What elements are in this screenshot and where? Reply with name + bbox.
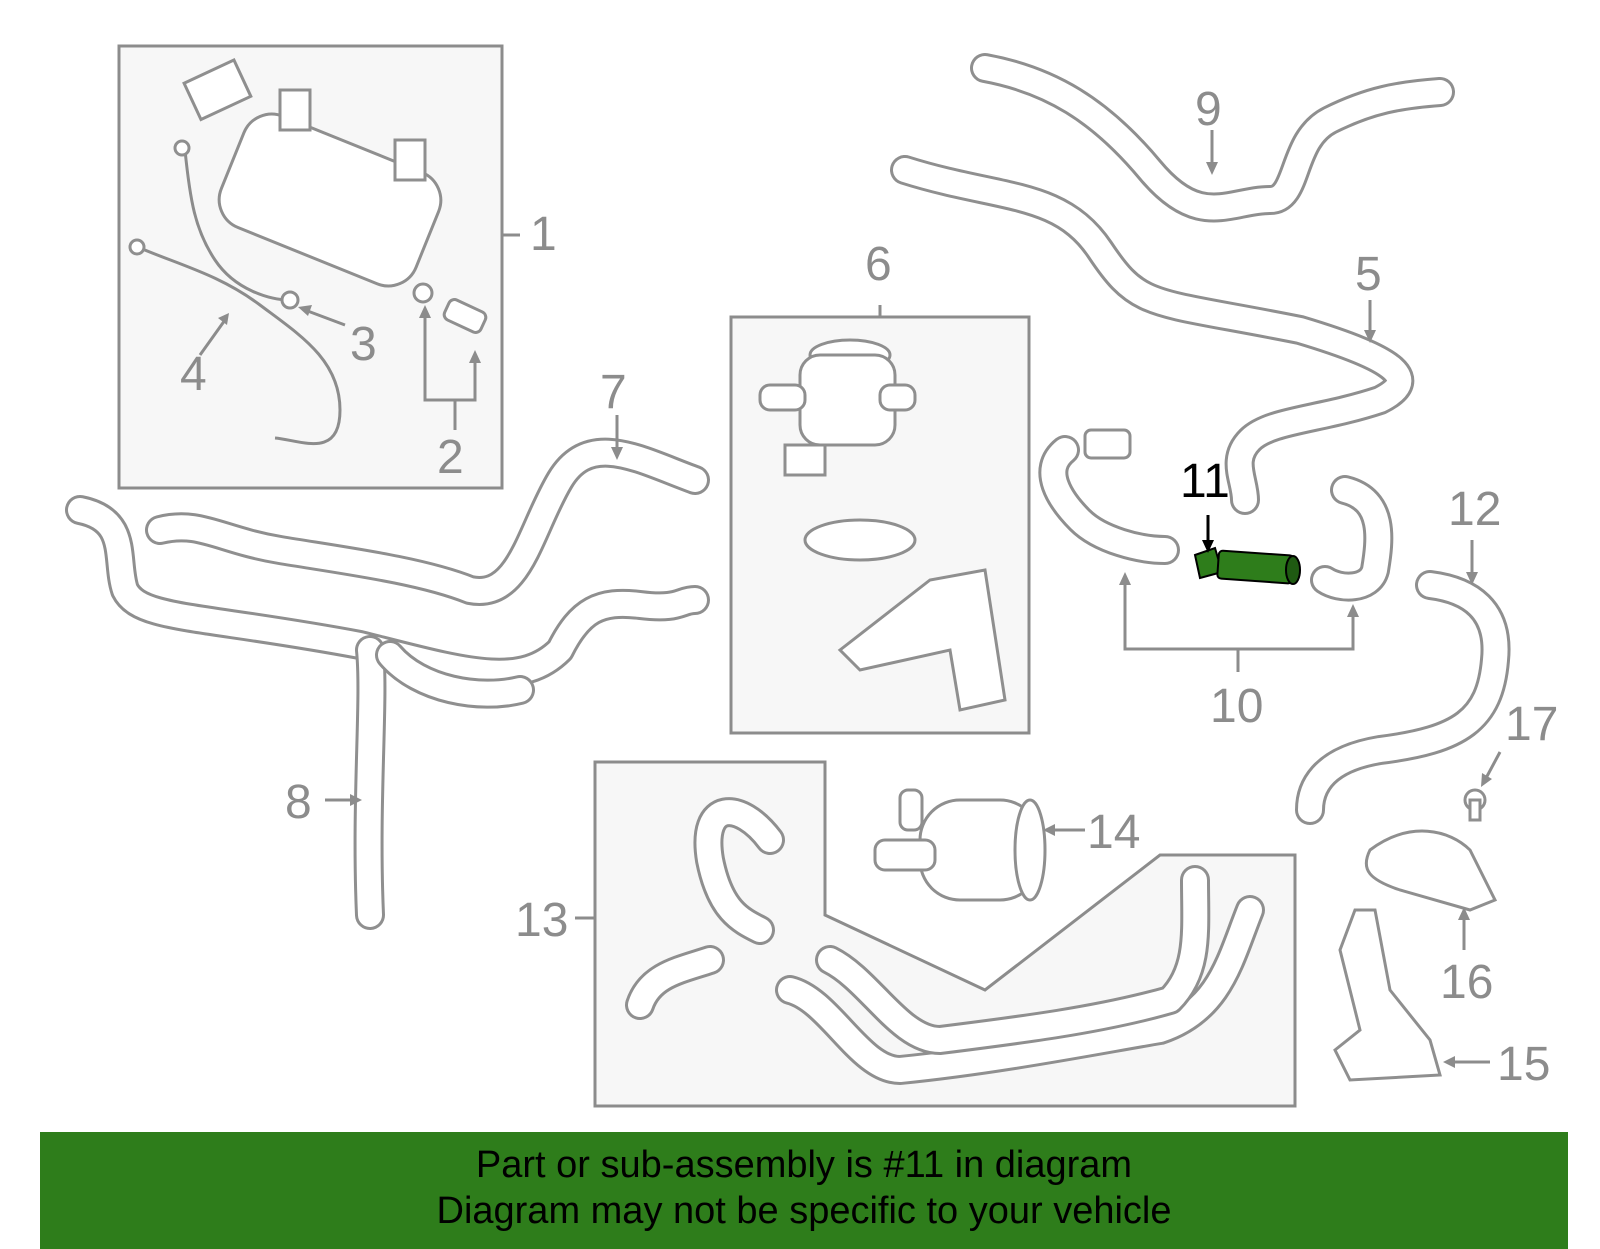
pump-14-inlet — [898, 788, 924, 832]
cable-terminal-upper — [173, 139, 191, 157]
callout-10: 10 — [1210, 680, 1263, 733]
callout-8: 8 — [285, 776, 312, 829]
callout-9: 9 — [1195, 83, 1222, 136]
pump-connector — [783, 443, 827, 477]
heater-connector — [182, 58, 253, 122]
shield-16 — [1364, 829, 1498, 912]
leader-3 — [304, 308, 346, 327]
o-ring — [412, 282, 434, 304]
leader-4 — [198, 319, 227, 356]
callout-13: 13 — [515, 894, 568, 947]
pump-inlet — [758, 383, 807, 412]
pump-14-outlet — [873, 838, 937, 872]
arrow-8 — [350, 794, 362, 806]
heater-bracket — [278, 88, 312, 132]
hose-10-left-connector — [1083, 428, 1132, 460]
banner-line-1: Part or sub-assembly is #11 in diagram — [475, 1144, 1133, 1186]
arrow-5 — [1364, 330, 1376, 343]
callout-5: 5 — [1355, 248, 1382, 301]
part-group-6: 6 — [729, 238, 1031, 735]
arrow-3 — [298, 305, 312, 316]
arrow-4 — [218, 313, 229, 325]
arrow-15 — [1443, 1056, 1455, 1068]
arrow-2a — [419, 305, 431, 318]
callout-14: 14 — [1087, 806, 1140, 859]
callout-11: 11 — [1180, 455, 1230, 508]
callout-6: 6 — [865, 238, 892, 291]
leader-17 — [1483, 751, 1502, 781]
bracket-15 — [1333, 908, 1442, 1082]
part-info-banner: Part or sub-assembly is #11 in diagram D… — [40, 1132, 1568, 1249]
cable-terminal-lower — [128, 238, 146, 256]
clip-17-stem — [1468, 798, 1482, 822]
arrow-10b — [1347, 604, 1359, 617]
part-group-15-16-17: 17 16 15 — [1333, 698, 1558, 1091]
pump-clamp — [803, 518, 917, 562]
pump-bracket — [837, 568, 1007, 712]
cable-upper — [183, 149, 291, 302]
heater-body — [217, 112, 443, 288]
callout-16: 16 — [1440, 956, 1493, 1009]
coolant-temp-sensor-11[interactable] — [1193, 546, 1301, 585]
nut-3 — [280, 290, 300, 310]
arrow-17 — [1481, 773, 1492, 787]
fitting-2 — [442, 298, 488, 334]
part-group-13-14: 13 14 — [515, 760, 1297, 1108]
callout-17: 17 — [1505, 698, 1558, 751]
callout-3: 3 — [350, 318, 377, 371]
leader-2 — [423, 315, 477, 402]
arrow-11 — [1202, 540, 1214, 553]
arrow-9 — [1206, 162, 1218, 175]
callout-1: 1 — [530, 208, 557, 261]
callout-12: 12 — [1448, 483, 1501, 536]
pump-14-motor — [1013, 798, 1047, 902]
part-group-7-8: 7 8 — [65, 366, 710, 930]
callout-15: 15 — [1497, 1038, 1550, 1091]
heater-bracket-2 — [393, 138, 427, 182]
arrow-7 — [611, 447, 623, 460]
part-group-10-11: 11 10 — [1038, 428, 1394, 733]
arrow-12 — [1466, 572, 1478, 585]
arrow-14 — [1043, 824, 1055, 836]
part-group-5-9: 9 5 — [890, 53, 1455, 515]
pump-outlet — [878, 383, 917, 412]
arrow-16 — [1458, 907, 1470, 920]
banner-line-2: Diagram may not be specific to your vehi… — [436, 1190, 1172, 1232]
part-group-12: 12 — [1295, 483, 1511, 825]
arrow-10a — [1119, 572, 1131, 585]
callout-7: 7 — [600, 366, 627, 419]
callout-4: 4 — [180, 348, 207, 401]
part-group-1: 1 2 3 4 — [117, 44, 557, 490]
cable-lower — [139, 246, 342, 446]
callout-2: 2 — [437, 431, 464, 484]
arrow-2b — [469, 350, 481, 363]
